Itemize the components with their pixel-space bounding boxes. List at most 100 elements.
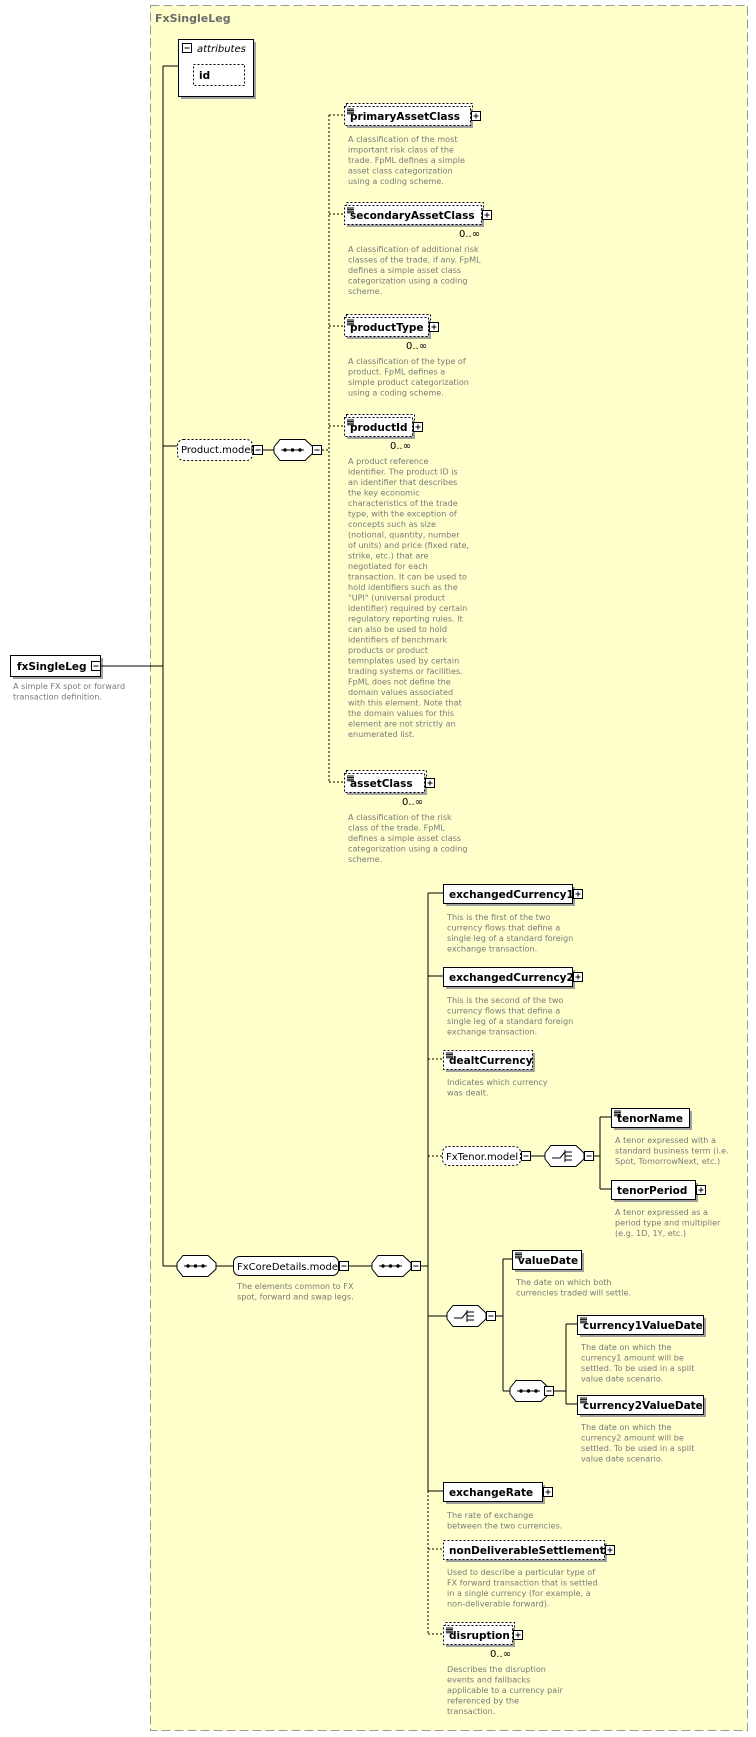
element-currency2-value-date[interactable]: currency2ValueDate <box>577 1395 707 1418</box>
element-name: currency1ValueDate <box>583 1320 703 1332</box>
product-model-label: Product.model <box>181 445 253 456</box>
collapse-icon[interactable] <box>521 1151 531 1161</box>
element-name: currency2ValueDate <box>583 1400 703 1412</box>
element-name: dealtCurrency <box>449 1055 533 1067</box>
element-name: nonDeliverableSettlement <box>449 1545 605 1557</box>
element-disruption[interactable]: disruption <box>443 1622 516 1648</box>
value-date-connectors <box>496 1258 512 1392</box>
element-name: disruption <box>449 1630 510 1642</box>
element-product-type[interactable]: productType <box>344 314 432 340</box>
core-model-description: The elements common to FX spot, forward … <box>236 1281 356 1302</box>
content-lines-icon <box>446 1627 453 1634</box>
product-model-group[interactable]: Product.model <box>177 439 254 461</box>
core-model-label: FxCoreDetails.model <box>237 1262 341 1273</box>
element-currency1-value-date[interactable]: currency1ValueDate <box>577 1315 707 1338</box>
expand-icon[interactable] <box>696 1185 706 1195</box>
element-exchange-rate[interactable]: exchangeRate <box>443 1482 546 1505</box>
collapse-icon[interactable] <box>312 445 322 455</box>
split-sequence-compositor[interactable] <box>509 1380 550 1402</box>
attributes-label: attributes <box>197 44 246 55</box>
element-tenor-name[interactable]: tenorName <box>611 1108 693 1131</box>
cardinality-label: 0..∞ <box>459 229 480 240</box>
content-lines-icon <box>580 1397 587 1404</box>
expand-icon[interactable] <box>543 1487 553 1497</box>
expand-icon[interactable] <box>573 972 583 982</box>
element-non-deliverable-settlement[interactable]: nonDeliverableSettlement <box>443 1540 608 1563</box>
element-name: tenorPeriod <box>617 1185 687 1197</box>
content-lines-icon <box>515 1252 522 1259</box>
attributes-box[interactable]: attributes id <box>178 39 257 100</box>
element-name: primaryAssetClass <box>350 111 460 123</box>
element-primary-asset-class[interactable]: primaryAssetClass <box>344 103 474 129</box>
element-value-date[interactable]: valueDate <box>512 1250 585 1273</box>
content-lines-icon <box>347 207 354 214</box>
element-name: exchangedCurrency2 <box>449 972 574 984</box>
expand-icon[interactable] <box>605 1545 615 1555</box>
cardinality-label: 0..∞ <box>390 441 411 452</box>
content-lines-icon <box>614 1110 621 1117</box>
content-lines-icon <box>347 775 354 782</box>
collapse-icon[interactable] <box>486 1311 496 1321</box>
element-product-id[interactable]: productId <box>344 414 416 440</box>
collapse-icon[interactable] <box>339 1261 349 1271</box>
element-name: assetClass <box>350 778 413 790</box>
expand-icon[interactable] <box>413 422 423 432</box>
cardinality-label: 0..∞ <box>490 1649 511 1660</box>
element-name: exchangedCurrency1 <box>449 889 574 901</box>
content-lines-icon <box>446 1052 453 1059</box>
core-connectors-solid <box>421 892 447 1492</box>
element-asset-class[interactable]: assetClass <box>344 770 428 796</box>
collapse-icon[interactable] <box>544 1386 554 1396</box>
element-tenor-period[interactable]: tenorPeriod <box>611 1180 699 1203</box>
element-name: tenorName <box>617 1113 683 1125</box>
collapse-icon[interactable] <box>584 1151 594 1161</box>
core-inner-sequence-compositor[interactable] <box>371 1255 412 1277</box>
expand-icon[interactable] <box>573 889 583 899</box>
group-background <box>150 5 748 1731</box>
element-dealt-currency[interactable]: dealtCurrency <box>443 1050 536 1073</box>
expand-icon[interactable] <box>425 778 435 788</box>
collapse-icon[interactable] <box>411 1261 421 1271</box>
element-name: valueDate <box>518 1255 578 1267</box>
tenor-model-label: FxTenor.model <box>446 1152 518 1163</box>
element-exchanged-currency1[interactable]: exchangedCurrency1 <box>443 884 576 907</box>
collapse-icon[interactable] <box>253 445 263 455</box>
root-element[interactable]: fxSingleLeg <box>10 655 104 680</box>
cardinality-label: 0..∞ <box>406 341 427 352</box>
expand-icon[interactable] <box>482 210 492 220</box>
core-sequence-compositor[interactable] <box>176 1255 217 1277</box>
core-model-group[interactable]: FxCoreDetails.model <box>233 1256 341 1276</box>
attribute-id: id <box>199 70 210 82</box>
element-exchanged-currency2[interactable]: exchangedCurrency2 <box>443 967 576 990</box>
sequence-compositor[interactable] <box>273 439 314 461</box>
collapse-icon[interactable] <box>91 661 101 671</box>
content-lines-icon <box>580 1317 587 1324</box>
element-name: secondaryAssetClass <box>350 210 475 222</box>
tenor-connectors <box>594 1116 611 1190</box>
expand-icon[interactable] <box>429 322 439 332</box>
expand-icon[interactable] <box>513 1630 523 1640</box>
choice-compositor[interactable] <box>544 1145 585 1167</box>
content-lines-icon <box>347 319 354 326</box>
product-connectors <box>322 114 344 783</box>
element-secondary-asset-class[interactable]: secondaryAssetClass <box>344 202 485 228</box>
root-name: fxSingleLeg <box>17 661 87 673</box>
element-name: productId <box>350 422 408 434</box>
expand-icon[interactable] <box>471 111 481 121</box>
cardinality-label: 0..∞ <box>402 797 423 808</box>
tenor-model-group[interactable]: FxTenor.model <box>442 1146 521 1166</box>
value-date-choice-compositor[interactable] <box>446 1305 487 1327</box>
